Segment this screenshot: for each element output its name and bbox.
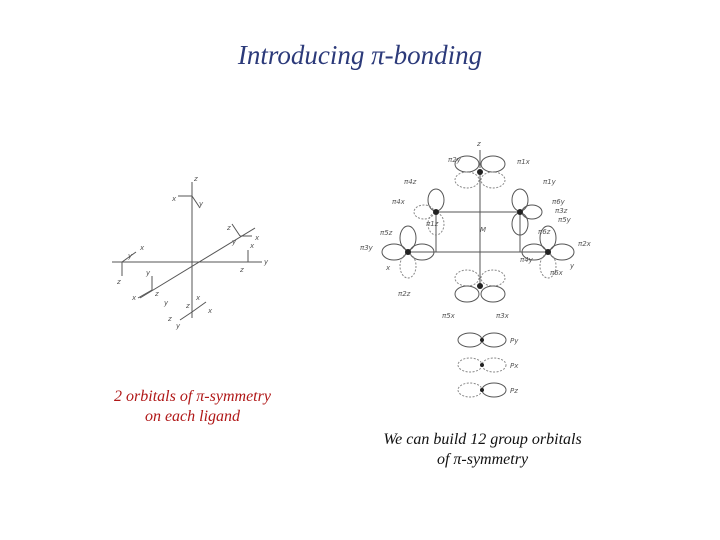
right-caption-line: of π-symmetry xyxy=(436,451,529,468)
left-caption-line: on each ligand xyxy=(144,408,241,425)
axis-label: z xyxy=(239,266,244,274)
axis-label: x xyxy=(207,307,213,315)
orbital-label: π3x xyxy=(496,312,510,320)
orbital-label: π6y xyxy=(552,198,566,206)
orbital-label: π1z xyxy=(426,220,439,228)
axis-label: x xyxy=(254,234,260,242)
legend-label: Py xyxy=(510,337,519,345)
orbital-label: π6x xyxy=(550,269,564,277)
axis-label: y xyxy=(263,258,269,266)
legend-label: Px xyxy=(510,362,519,370)
orbital-label: π4y xyxy=(520,256,534,264)
legend-label: Pz xyxy=(510,387,518,395)
axis-label: x xyxy=(249,242,255,250)
axis-label: y xyxy=(145,269,151,277)
orbital-label: π5z xyxy=(380,229,393,237)
axis-label: z xyxy=(167,315,172,323)
axis-label: z xyxy=(116,278,121,286)
slide-title: Introducing π-bonding xyxy=(237,40,483,70)
axis-label: z xyxy=(154,290,159,298)
right-caption-line: We can build 12 group orbitals xyxy=(383,431,582,448)
axis-label: z xyxy=(226,224,231,232)
ligand-axes-figure: z x y z x y x z y x y z y x z y x z x y … xyxy=(112,175,269,330)
axis-label: y xyxy=(198,200,204,208)
orbital-label: π3z xyxy=(555,207,568,215)
axis-label: x xyxy=(171,195,177,203)
orbital-label: y xyxy=(569,262,575,270)
group-orbitals-figure: z π2y π1x π4z π1y π4x π6y π3z π5y π3y π2… xyxy=(360,140,592,398)
axis-label: y xyxy=(175,322,181,330)
orbital-label: z xyxy=(476,140,481,148)
axis-label: z xyxy=(193,175,198,183)
orbital-label: π6z xyxy=(538,228,551,236)
axis-label: y xyxy=(163,299,169,307)
right-caption: We can build 12 group orbitals of π-symm… xyxy=(355,430,610,470)
axis-label: y xyxy=(127,252,133,260)
orbital-label: π4z xyxy=(404,178,417,186)
axis-label: x xyxy=(131,294,137,302)
orbital-label: π1y xyxy=(543,178,557,186)
axis-label: z xyxy=(185,302,190,310)
orbital-label: π5y xyxy=(558,216,572,224)
orbital-label: π2z xyxy=(398,290,411,298)
orbital-label: x xyxy=(385,264,391,272)
orbital-label: π3y xyxy=(360,244,374,252)
axis-label: x xyxy=(195,294,201,302)
left-caption: 2 orbitals of π-symmetry on each ligand xyxy=(95,387,290,427)
orbital-label: π1x xyxy=(517,158,531,166)
axis-label: x xyxy=(139,244,145,252)
orbital-label: π2x xyxy=(578,240,592,248)
metal-label: M xyxy=(480,226,486,234)
orbital-label: π2y xyxy=(448,156,462,164)
orbital-label: π5x xyxy=(442,312,456,320)
left-caption-line: 2 orbitals of π-symmetry xyxy=(114,388,271,405)
orbital-label: π4x xyxy=(392,198,406,206)
axis-label: y xyxy=(231,238,237,246)
